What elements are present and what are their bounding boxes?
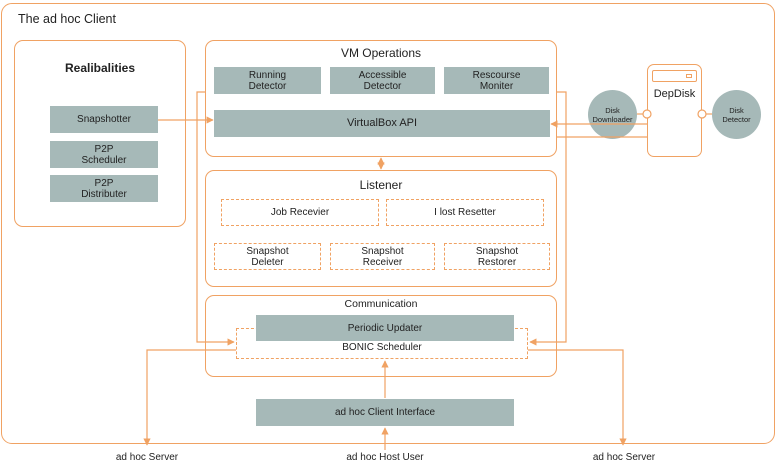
client-interface-block: ad hoc Client Interface: [256, 399, 514, 426]
disk-downloader-label: Disk Downloader: [592, 105, 633, 124]
disk-drive-icon: [652, 70, 697, 82]
i-lost-resetter-label: I lost Resetter: [434, 207, 496, 218]
snapshot-restorer-label: Snapshot Restorer: [475, 245, 519, 268]
resource-monitor-label: Rescourse Moniter: [472, 69, 521, 92]
disk-led-icon: [686, 74, 692, 78]
virtualbox-api-block: VirtualBox API: [214, 110, 550, 137]
p2p-scheduler-block: P2P Scheduler: [50, 141, 158, 168]
resource-monitor-block: Rescourse Moniter: [444, 67, 549, 94]
snapshot-receiver-label: Snapshot Receiver: [361, 245, 404, 268]
job-receiver-label: Job Recevier: [270, 207, 330, 218]
p2p-distributer-block: P2P Distributer: [50, 175, 158, 202]
snapshot-receiver-block: Snapshot Receiver: [330, 243, 435, 270]
snapshotter-label: Snapshotter: [77, 114, 131, 125]
ad-hoc-server-right-label: ad hoc Server: [592, 452, 656, 463]
right-server-line: [528, 349, 627, 446]
job-receiver-block: Job Recevier: [221, 199, 379, 226]
client-interface-label: ad hoc Client Interface: [334, 407, 436, 418]
bonic-scheduler-label: BONIC Scheduler: [342, 342, 422, 353]
i-lost-resetter-block: I lost Resetter: [386, 199, 544, 226]
reliabilities-title: Realibalities: [64, 61, 136, 75]
left-server-line: [143, 349, 236, 446]
snapshot-restorer-block: Snapshot Restorer: [444, 243, 550, 270]
periodic-updater-label: Periodic Updater: [347, 322, 423, 334]
ad-hoc-server-left-label: ad hoc Server: [115, 452, 179, 463]
virtualbox-api-label: VirtualBox API: [346, 117, 418, 129]
ad-hoc-host-user-label: ad hoc Host User: [346, 452, 424, 463]
p2p-distributer-label: P2P Distributer: [81, 177, 127, 200]
disk-detector-node: Disk Detector: [712, 90, 761, 139]
vm-operations-title: VM Operations: [340, 46, 422, 60]
snapshot-deleter-label: Snapshot Deleter: [246, 245, 289, 268]
running-detector-label: Running Detector: [248, 69, 287, 92]
listener-title: Listener: [359, 178, 403, 192]
periodic-updater-block: Periodic Updater: [256, 315, 514, 341]
disk-downloader-node: Disk Downloader: [588, 90, 637, 139]
snapshot-deleter-block: Snapshot Deleter: [214, 243, 321, 270]
client-title: The ad hoc Client: [18, 12, 116, 26]
accessible-detector-block: Accessible Detector: [330, 67, 435, 94]
downloader-port-icon: [642, 109, 652, 119]
depdisk-title: DepDisk: [653, 88, 696, 100]
communication-title: Communication: [344, 298, 418, 310]
vm-operations-panel: [205, 40, 557, 157]
p2p-scheduler-label: P2P Scheduler: [81, 143, 127, 166]
right-bus-line: [529, 91, 567, 346]
depdisk-panel: [647, 64, 702, 157]
accessible-detector-label: Accessible Detector: [358, 69, 407, 92]
running-detector-block: Running Detector: [214, 67, 321, 94]
left-bus-line: [196, 91, 235, 346]
disk-detector-label: Disk Detector: [722, 105, 751, 124]
snapshotter-block: Snapshotter: [50, 106, 158, 133]
detector-port-icon: [697, 109, 707, 119]
